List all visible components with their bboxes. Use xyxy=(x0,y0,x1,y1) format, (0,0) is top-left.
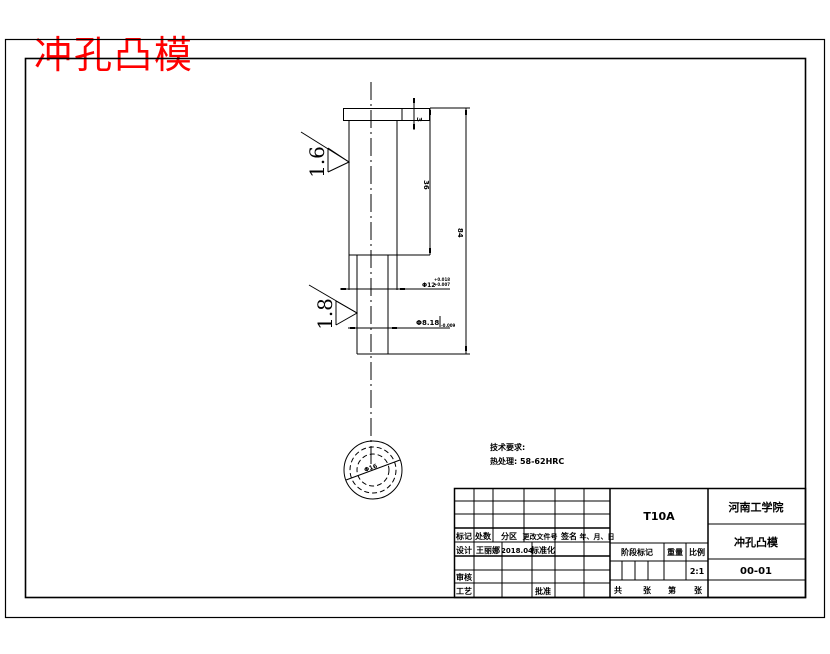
tb-review-label: 审核 xyxy=(456,572,472,582)
tb-sheet-unit-2: 张 xyxy=(694,586,703,595)
tb-scale-value: 2:1 xyxy=(690,567,705,576)
dim-shank-tol-lower: +0.007 xyxy=(434,282,450,287)
dim-shank-tol-upper: +0.018 xyxy=(434,277,450,282)
dim-punch-tol: -0.009 xyxy=(441,323,456,328)
tb-sheet-total: 共 xyxy=(614,585,622,595)
tb-sheet-no: 第 xyxy=(668,585,676,595)
dim-upper-length: 36 xyxy=(422,180,430,190)
tb-school: 河南工学院 xyxy=(729,500,784,514)
tb-weight-label: 重量 xyxy=(667,547,683,557)
tb-approve-label: 批准 xyxy=(535,586,551,596)
tb-standardization: 标准化 xyxy=(530,545,555,555)
dim-punch-diameter: Φ8.18 xyxy=(416,319,439,327)
tb-designer-name: 王丽娜 xyxy=(476,545,500,555)
tb-drawing-no: 00-01 xyxy=(740,566,772,577)
tb-process-label: 工艺 xyxy=(456,586,472,596)
dim-head-thickness: 3 xyxy=(415,117,423,122)
roughness-1-6: 1.6 xyxy=(305,146,329,178)
dim-end-view-dia: Φ16 xyxy=(363,463,378,474)
notes-heat-treatment: 热处理: 58-62HRC xyxy=(490,456,564,466)
watermark-title: 冲孔凸模 xyxy=(34,33,195,77)
tb-material: T10A xyxy=(643,510,675,523)
roughness-1-8: 1.8 xyxy=(313,298,337,330)
tb-header-count: 处数 xyxy=(474,531,492,541)
outer-frame xyxy=(4,38,826,619)
inner-frame xyxy=(24,57,807,599)
tb-header-zone: 分区 xyxy=(501,531,517,541)
tb-header-change-doc: 更改文件号 xyxy=(523,532,558,541)
end-view: Φ16 xyxy=(343,440,403,500)
tb-design-label: 设计 xyxy=(456,545,472,555)
notes-heading: 技术要求: xyxy=(490,442,525,452)
tb-scale-label: 比例 xyxy=(689,547,705,557)
tb-header-sign: 签名 xyxy=(560,531,577,541)
tb-header-date: 年、月、日 xyxy=(580,532,615,541)
title-block xyxy=(453,487,807,599)
tb-stage-label: 阶段标记 xyxy=(621,547,653,557)
tb-sheet-unit-1: 张 xyxy=(643,586,652,595)
tb-part-name: 冲孔凸模 xyxy=(734,535,779,549)
dim-shank-diameter: Φ12 xyxy=(422,282,435,289)
dim-total-length: 84 xyxy=(456,228,464,238)
tb-design-date: 2018.04 xyxy=(501,547,533,555)
tb-header-mark: 标记 xyxy=(455,531,472,541)
